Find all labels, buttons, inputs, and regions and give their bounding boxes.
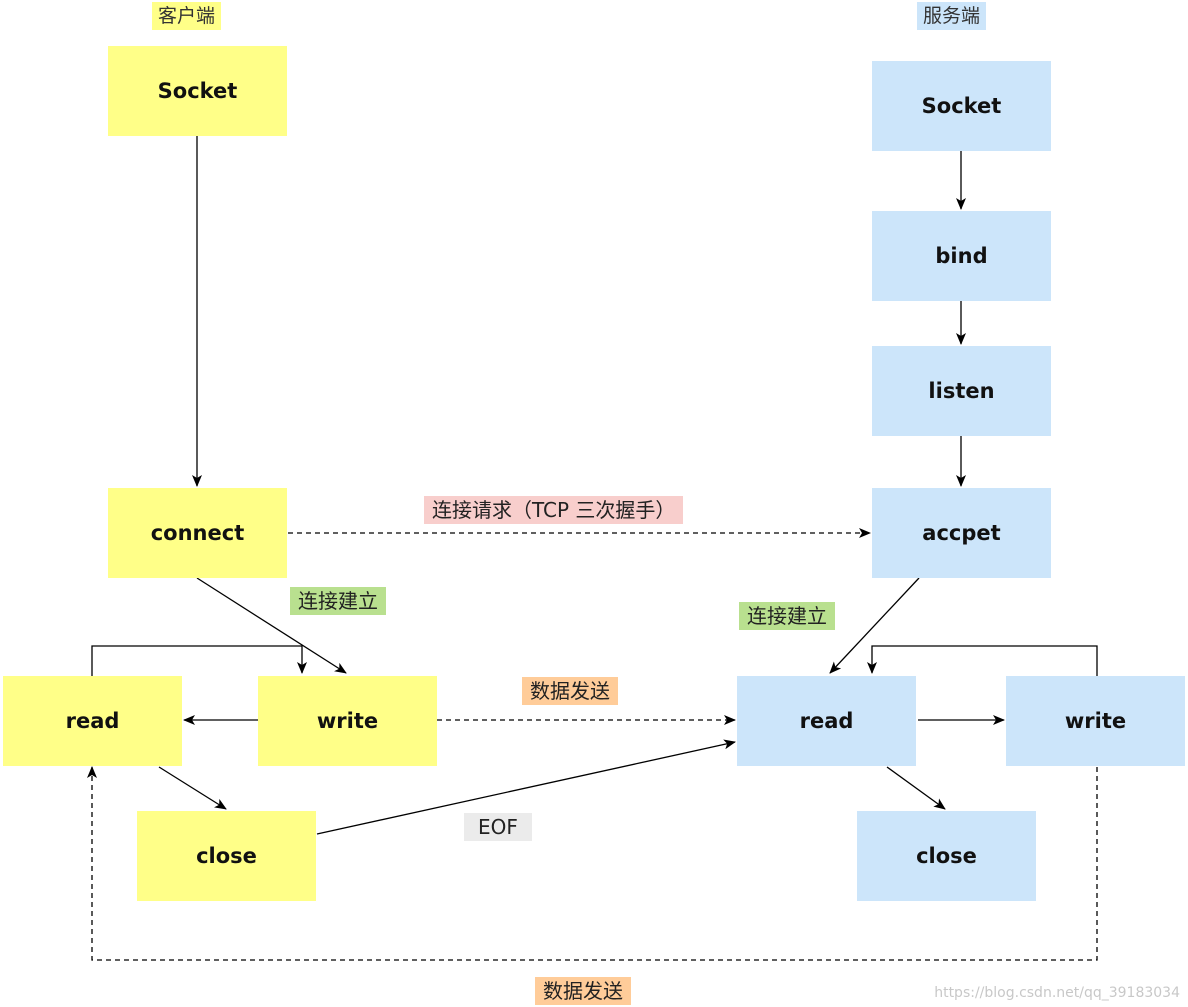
edge-connect-write xyxy=(196,577,347,674)
watermark: https://blog.csdn.net/qq_39183034 xyxy=(934,985,1180,1001)
server-established-label: 连接建立 xyxy=(739,602,835,630)
server-close-node: close xyxy=(857,811,1036,901)
eof-label: EOF xyxy=(464,813,532,841)
data-send-bottom-label: 数据发送 xyxy=(535,977,631,1005)
server-bind-node: bind xyxy=(872,211,1051,301)
edge-server-read-close xyxy=(886,766,946,810)
edge-server-write-client-read xyxy=(87,766,1098,961)
client-established-label: 连接建立 xyxy=(290,587,386,615)
edge-server-write-read-loop xyxy=(867,645,1098,676)
edge-client-read-close xyxy=(158,766,227,810)
client-socket-node: Socket xyxy=(108,46,287,136)
data-send-top-label: 数据发送 xyxy=(522,677,618,705)
server-read-node: read xyxy=(737,676,916,766)
edge-close-eof xyxy=(316,739,736,835)
server-socket-node: Socket xyxy=(872,61,1051,151)
client-read-node: read xyxy=(3,676,182,766)
server-header: 服务端 xyxy=(917,2,987,30)
client-header: 客户端 xyxy=(152,2,222,30)
edge-accept-read xyxy=(829,577,920,674)
edge-client-read-write-loop xyxy=(91,645,307,676)
client-close-node: close xyxy=(137,811,316,901)
server-write-node: write xyxy=(1006,676,1185,766)
client-connect-node: connect xyxy=(108,488,287,578)
server-listen-node: listen xyxy=(872,346,1051,436)
client-write-node: write xyxy=(258,676,437,766)
connection-request-label: 连接请求（TCP 三次握手） xyxy=(424,496,684,524)
server-accept-node: accpet xyxy=(872,488,1051,578)
